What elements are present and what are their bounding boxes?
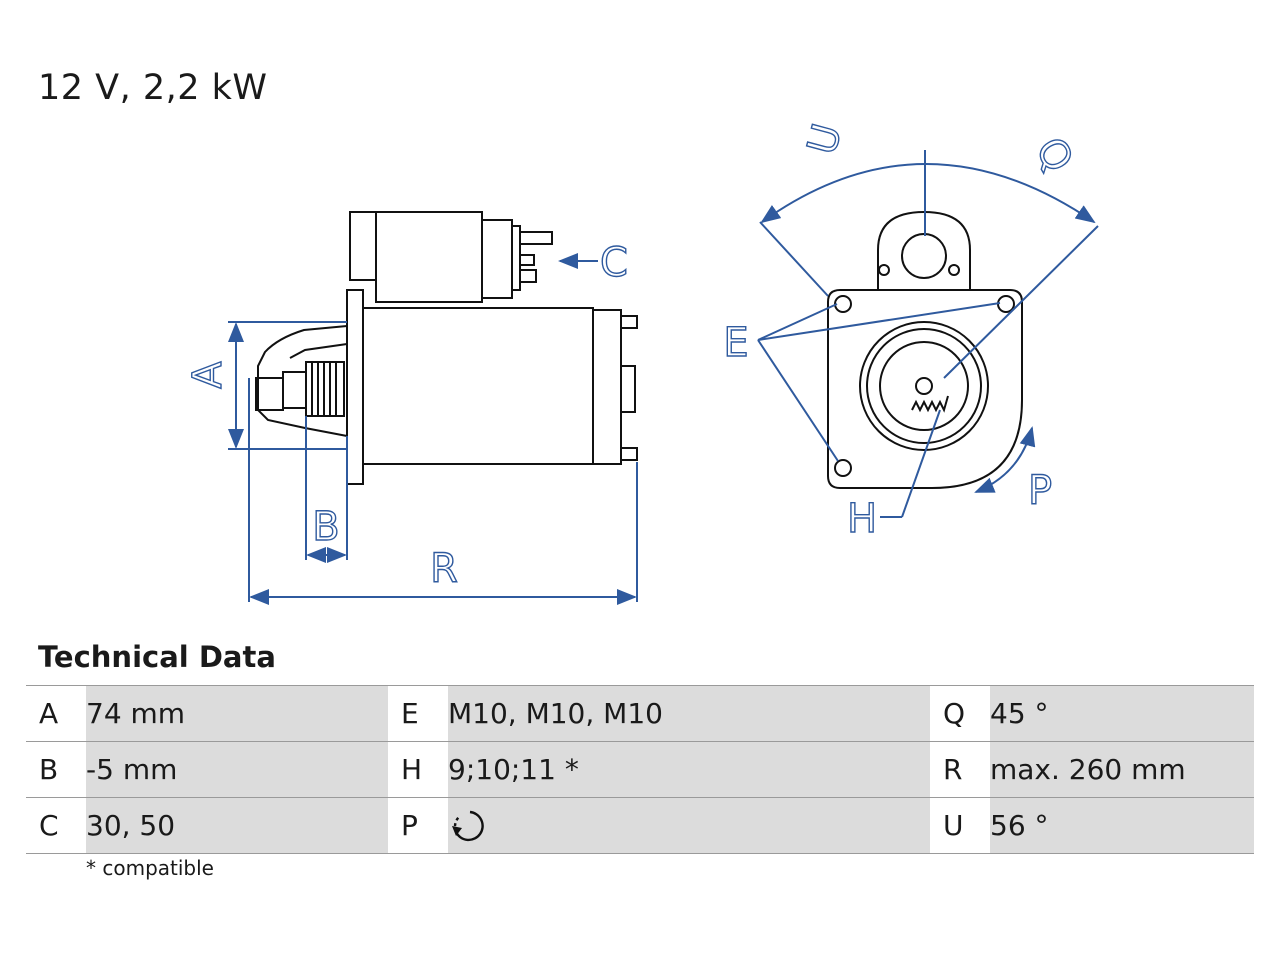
label-b: B <box>312 504 339 550</box>
table-row: B -5 mm H 9;10;11 * R max. 260 mm <box>26 741 1254 798</box>
spec-key: R <box>930 741 990 798</box>
label-q: Q <box>1026 130 1082 180</box>
spec-value: 56 ° <box>990 797 1254 854</box>
spec-value: -5 mm <box>86 741 388 798</box>
spec-value: max. 260 mm <box>990 741 1254 798</box>
spec-key: H <box>388 741 448 798</box>
table-row: C 30, 50 P U 56 ° <box>26 797 1254 854</box>
label-u: U <box>799 119 851 159</box>
end-view-dimensions <box>757 150 1099 518</box>
label-p: P <box>1028 468 1052 514</box>
spec-value: M10, M10, M10 <box>448 685 930 742</box>
spec-value-rotation <box>448 797 930 854</box>
side-view <box>255 211 638 485</box>
side-view-dimensions <box>228 253 638 605</box>
spec-key: C <box>26 797 86 854</box>
footnote: * compatible <box>86 856 214 880</box>
label-e: E <box>723 320 748 366</box>
label-c: C <box>600 240 628 286</box>
table-row: A 74 mm E M10, M10, M10 Q 45 ° <box>26 685 1254 742</box>
spec-key: U <box>930 797 990 854</box>
starter-motor-drawing: A B C R E H P U Q <box>184 118 1099 605</box>
label-h: H <box>847 496 877 542</box>
spec-key: A <box>26 685 86 742</box>
label-a: A <box>185 361 231 389</box>
spec-value: 30, 50 <box>86 797 388 854</box>
end-view <box>827 210 1023 489</box>
spec-key: P <box>388 797 448 854</box>
technical-data-title: Technical Data <box>38 640 276 674</box>
counterclockwise-rotation-icon <box>452 810 484 841</box>
spec-key: Q <box>930 685 990 742</box>
spec-key: E <box>388 685 448 742</box>
label-r: R <box>430 546 458 592</box>
spec-value: 45 ° <box>990 685 1254 742</box>
technical-data-table: A 74 mm E M10, M10, M10 Q 45 ° B -5 mm H… <box>26 685 1254 854</box>
spec-key: B <box>26 741 86 798</box>
page-title: 12 V, 2,2 kW <box>38 68 268 108</box>
spec-value: 74 mm <box>86 685 388 742</box>
spec-value: 9;10;11 * <box>448 741 930 798</box>
